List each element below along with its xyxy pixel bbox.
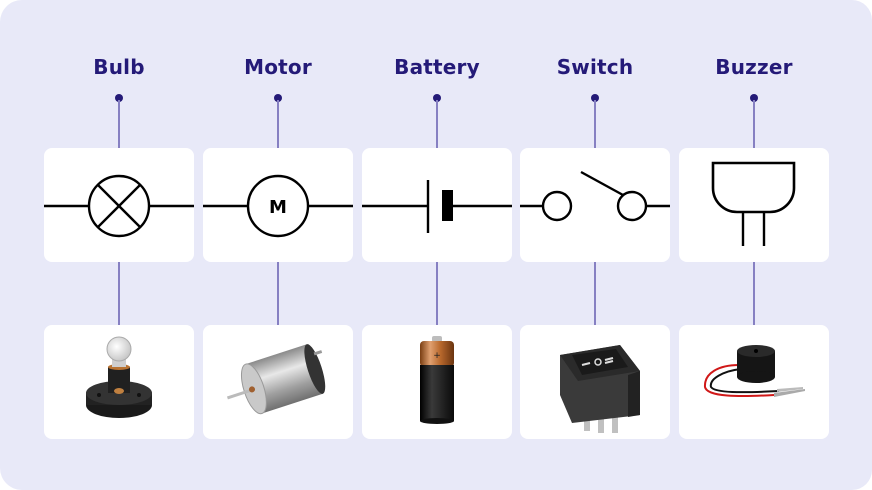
connector-line [277,100,279,148]
motor-symbol-icon: M [203,174,353,238]
component-label: Bulb [93,55,145,79]
connector-line [436,262,438,325]
open-switch-symbol-icon [520,170,670,222]
photo-card [520,325,670,439]
connector-line [436,100,438,148]
lamp-symbol-icon [44,174,194,238]
cell-symbol-icon [362,180,512,233]
connector-dot [274,94,282,102]
component-label: Switch [556,55,634,79]
connector-line [118,100,120,148]
connector-dot [115,94,123,102]
connector-dot [591,94,599,102]
symbol-card [679,148,829,262]
bulb-photo-icon [86,336,152,418]
connector-line [594,262,596,325]
motor-photo-icon [226,344,326,415]
symbol-card: M [203,148,353,262]
connector-dot [750,94,758,102]
component-label: Motor [244,55,312,79]
connector-line [594,100,596,148]
component-label: Battery [394,55,480,79]
component-column-battery: Battery [362,0,512,490]
motor-symbol-letter: M [269,197,287,218]
connector-line [753,262,755,325]
component-column-motor: Motor M [203,0,353,490]
symbol-card [44,148,194,262]
component-label: Buzzer [715,55,793,79]
component-column-buzzer: Buzzer [679,0,829,490]
connector-dot [433,94,441,102]
connector-line [118,262,120,325]
connector-line [277,262,279,325]
photo-card: + [362,325,512,439]
symbol-card [520,148,670,262]
buzzer-symbol-icon [711,161,796,246]
component-column-bulb: Bulb [44,0,194,490]
rocker-switch-photo-icon [560,345,640,433]
photo-card [203,325,353,439]
component-column-switch: Switch [520,0,670,490]
connector-line [753,100,755,148]
battery-photo-icon: + [420,336,454,424]
buzzer-photo-icon [703,345,805,398]
photo-card [44,325,194,439]
battery-plus-sign: + [433,351,441,361]
photo-card [679,325,829,439]
symbol-card [362,148,512,262]
